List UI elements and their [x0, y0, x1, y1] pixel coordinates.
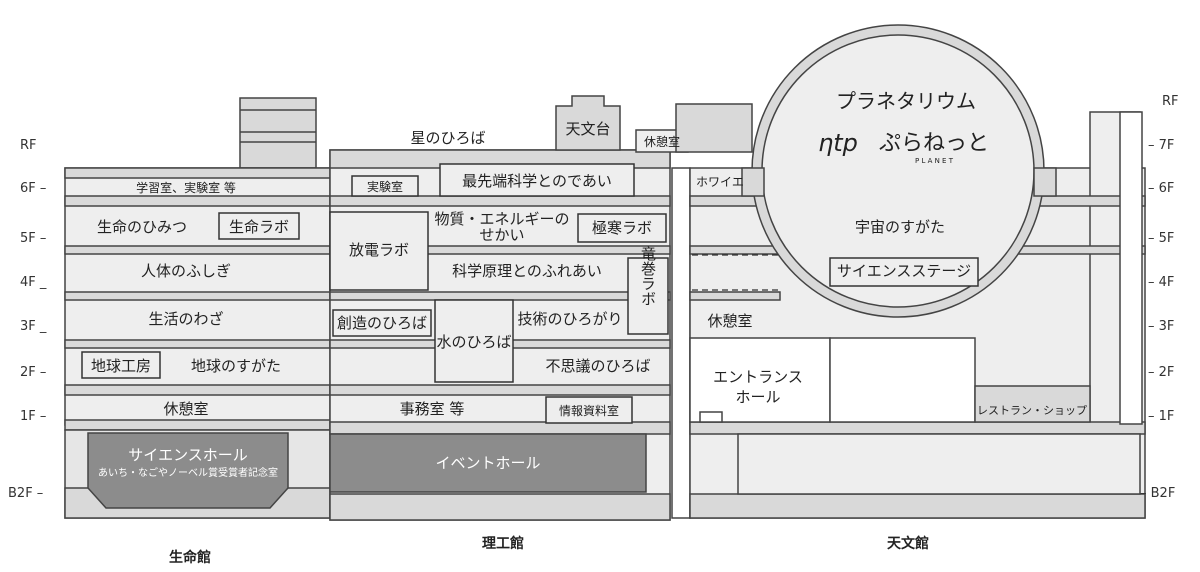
principles-label: 科学原理とのふれあい: [452, 262, 602, 280]
tornado-lab-label: 竜巻ラボ: [639, 246, 657, 306]
life-secret-label: 生命のひみつ: [97, 218, 187, 236]
foyer-label: ホワイエ: [696, 175, 744, 189]
restaurant-label: レストラン・ショップ: [977, 404, 1087, 417]
lounge-top-label: 休憩室: [644, 134, 680, 149]
planetarium-label: プラネタリウム: [836, 89, 976, 113]
tech-plaza-label: 技術のひろがり: [517, 310, 622, 328]
frontier-label: 最先端科学とのであい: [462, 172, 612, 190]
svg-text:6F –: 6F –: [20, 181, 46, 196]
lab-label: 実験室: [367, 179, 403, 194]
earth-workshop-label: 地球工房: [91, 357, 151, 375]
creation-plaza-label: 創造のひろば: [337, 314, 427, 332]
water-plaza-label: 水のひろば: [436, 333, 511, 351]
lounge-mid-label: 休憩室: [707, 312, 752, 330]
life-lab-label: 生命ラボ: [229, 218, 289, 236]
svg-text:5F –: 5F –: [20, 231, 46, 246]
human-body-label: 人体のふしぎ: [141, 262, 231, 280]
svg-text:RF: RF: [20, 138, 37, 153]
building-label-astro: 天文館: [887, 535, 929, 552]
svg-text:– 1F: – 1F: [1148, 409, 1174, 424]
nobel-room-label: あいち・なごやノーベル賞受賞者記念室: [98, 466, 278, 479]
science-stage-label: サイエンスステージ: [837, 262, 971, 280]
svg-text:4F _: 4F _: [20, 275, 47, 290]
svg-text:– B2F: – B2F: [1140, 486, 1175, 501]
svg-text:RF: RF: [1162, 94, 1179, 109]
star-plaza-label: 星のひろば: [410, 129, 485, 147]
matter-energy-label-2: せかい: [479, 226, 524, 244]
matter-energy-label-1: 物質・エネルギーの: [434, 210, 569, 228]
astro-building: [689, 24, 1146, 519]
planet-logo-mark: ηtp: [818, 129, 858, 157]
earth-shape-label: 地球のすがた: [191, 357, 281, 375]
svg-text:– 4F: – 4F: [1148, 275, 1174, 290]
info-room-label: 情報資料室: [559, 403, 619, 418]
life-skills-label: 生活のわざ: [148, 310, 223, 328]
wonder-plaza-label: 不思議のひろば: [545, 357, 650, 375]
svg-text:– 5F: – 5F: [1148, 231, 1174, 246]
observatory-label: 天文台: [565, 120, 610, 138]
universe-label: 宇宙のすがた: [855, 218, 945, 236]
science-hall-label: サイエンスホール: [128, 446, 248, 464]
svg-text:B2F –: B2F –: [8, 486, 43, 501]
life-lounge-label: 休憩室: [163, 400, 208, 418]
study-rooms-label: 学習室、実験室 等: [136, 180, 236, 195]
building-label-science: 理工館: [482, 535, 524, 552]
floor-labels-right: RF – 7F – 6F – 5F – 4F – 3F – 2F – 1F – …: [1140, 94, 1179, 501]
svg-text:– 7F: – 7F: [1148, 138, 1174, 153]
boxes: [81, 163, 979, 424]
floor-labels-left: RF 6F – 5F – 4F _ 3F _ 2F – 1F – B2F –: [8, 138, 47, 501]
discharge-lab-label: 放電ラボ: [349, 241, 409, 259]
svg-text:3F _: 3F _: [20, 319, 47, 334]
planet-logo-sub: P L A N E T: [915, 157, 954, 165]
svg-text:– 6F: – 6F: [1148, 181, 1174, 196]
planet-logo-text: ぷらねっと: [879, 131, 989, 156]
cryo-lab-label: 極寒ラボ: [592, 219, 652, 237]
svg-text:– 2F: – 2F: [1148, 365, 1174, 380]
entrance-label-1: エントランス: [713, 368, 803, 386]
science-building: [329, 95, 753, 521]
entrance-label-2: ホール: [735, 388, 780, 406]
office-label: 事務室 等: [400, 400, 465, 418]
dashed-lines: [692, 254, 780, 291]
building-label-life: 生命館: [169, 549, 211, 566]
svg-text:– 3F: – 3F: [1148, 319, 1174, 334]
event-hall-label: イベントホール: [435, 454, 540, 472]
svg-text:2F –: 2F –: [20, 365, 46, 380]
svg-text:1F –: 1F –: [20, 409, 46, 424]
